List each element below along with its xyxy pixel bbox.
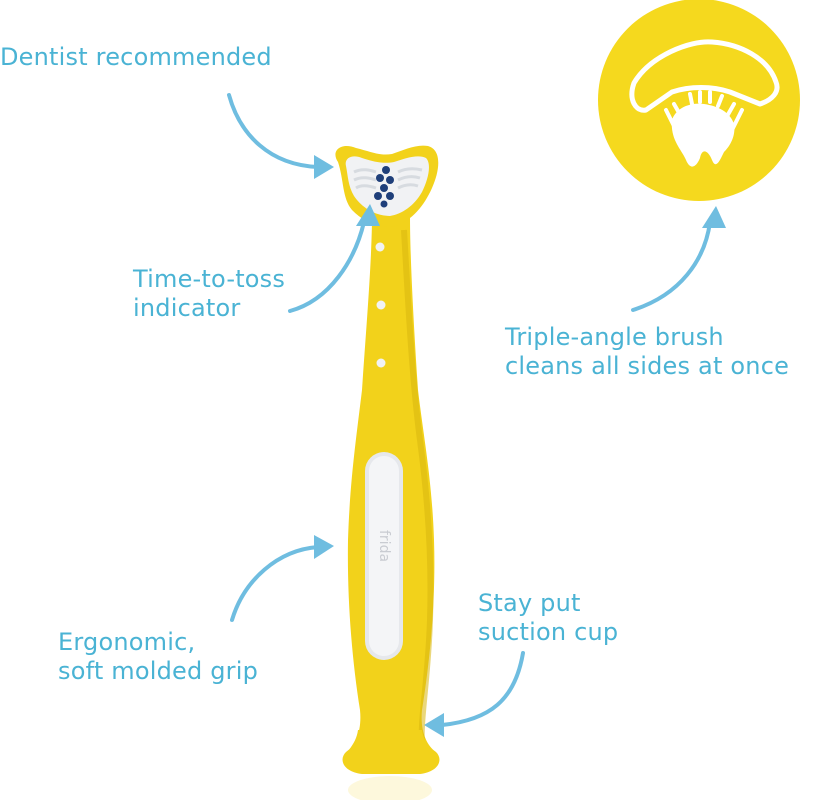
triple-angle-brush-tooth-icon	[629, 39, 780, 113]
callout-line: cleans all sides at once	[505, 352, 790, 380]
callout-line: Time-to-toss	[133, 265, 286, 293]
callout-line: Dentist recommended	[0, 43, 272, 71]
callout-time-to-toss: Time-to-toss indicator	[133, 265, 285, 323]
center-bristles	[374, 166, 394, 208]
reflection	[348, 776, 432, 800]
callout-arrows	[227, 93, 712, 727]
brand-logo: frida	[376, 530, 392, 562]
callout-triple-angle: Triple-angle brush cleans all sides at o…	[505, 323, 789, 381]
icon-bristles	[664, 90, 744, 132]
indicator-dots	[375, 242, 386, 368]
arrow-toss	[288, 220, 366, 313]
suction-cup	[344, 730, 436, 772]
callout-dentist-recommended: Dentist recommended	[0, 43, 272, 72]
callout-suction-cup: Stay put suction cup	[478, 589, 618, 647]
callout-line: soft molded grip	[58, 657, 259, 685]
arrow-dentist	[227, 93, 320, 169]
arrowhead-toss	[356, 204, 380, 226]
callout-line: suction cup	[478, 618, 619, 646]
callout-line: Stay put	[478, 589, 581, 617]
arrow-heads	[314, 155, 726, 737]
side-bristles	[353, 167, 423, 190]
soft-grip-inner	[369, 456, 399, 656]
arrowhead-triple	[702, 206, 726, 228]
arrowhead-grip	[314, 535, 334, 559]
icon-tooth	[671, 103, 735, 167]
callout-line: indicator	[133, 294, 241, 322]
callout-ergonomic-grip: Ergonomic, soft molded grip	[58, 628, 258, 686]
arrow-triple	[631, 220, 712, 312]
arrowhead-dentist	[314, 155, 334, 179]
callout-line: Ergonomic,	[58, 628, 196, 656]
callout-line: Triple-angle brush	[505, 323, 724, 351]
toothbrush-shading	[401, 229, 434, 746]
arrowhead-suction	[424, 713, 444, 737]
arrow-grip	[230, 545, 320, 622]
arrow-suction	[440, 651, 525, 727]
